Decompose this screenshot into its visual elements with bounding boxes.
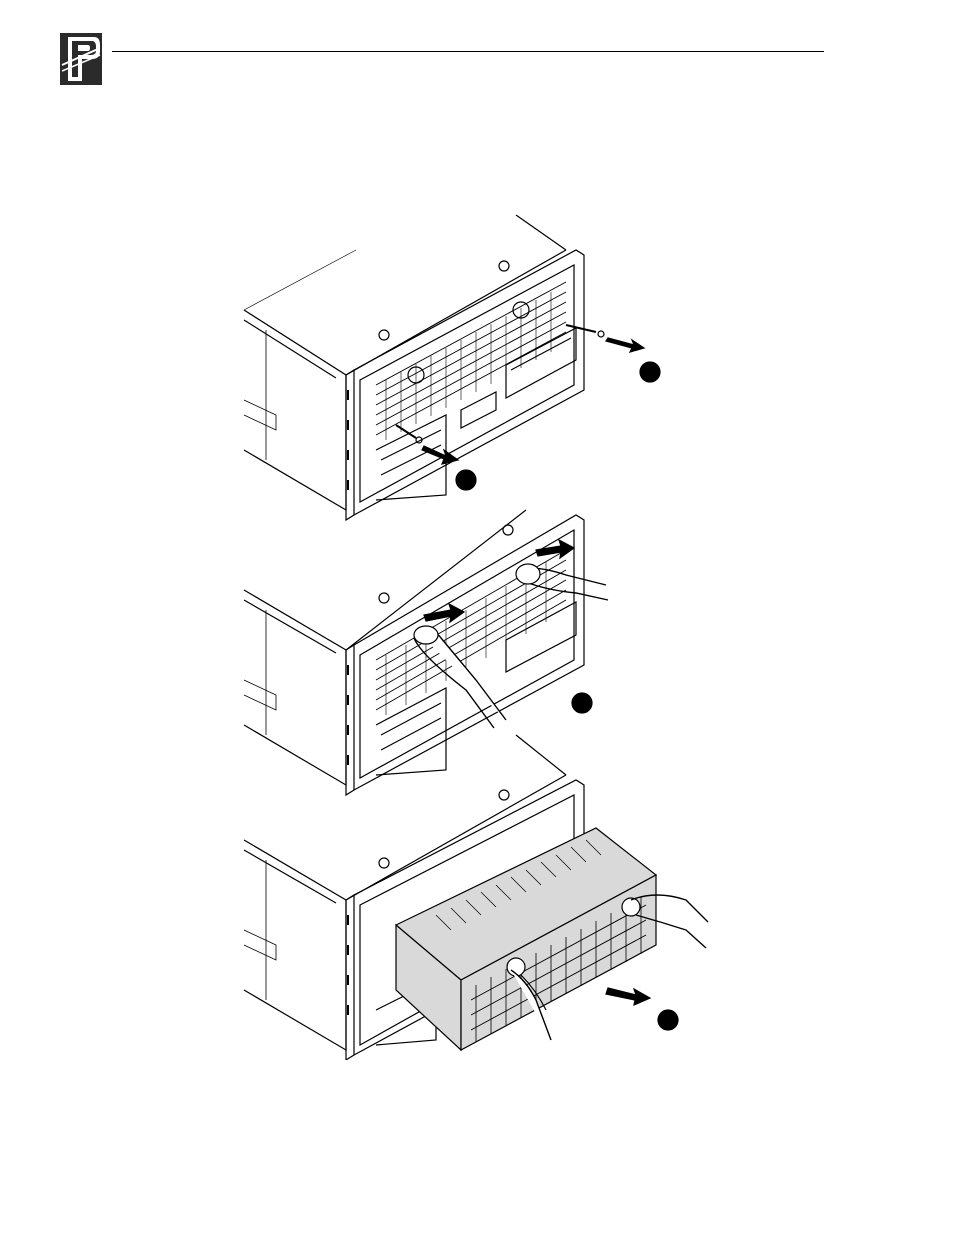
arrow-right-icon [422,446,458,464]
panel-pull-handles [244,510,608,795]
company-logo-icon [58,31,104,87]
arrow-right-icon [606,338,644,352]
arrow-right-icon [424,604,464,622]
removal-figure [236,210,736,1060]
panel-remove-screws [244,215,660,520]
panel-slide-out-module [244,735,708,1060]
header-rule [112,51,824,52]
arrow-right-icon [536,540,574,558]
arrow-right-icon [606,988,650,1005]
